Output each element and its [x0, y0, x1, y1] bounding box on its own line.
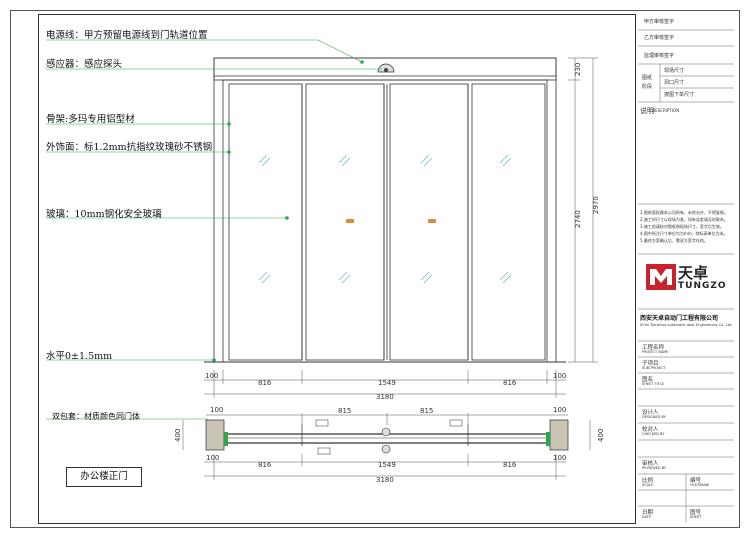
- plan-sensor-icon: [381, 427, 391, 454]
- note-4: 4.图中所注尺寸单位均为mm，除标高单位为米。: [640, 231, 728, 236]
- no-cn: 编号: [690, 478, 702, 484]
- sign-supervisor: 监理审核签字: [644, 53, 675, 59]
- label-frame: 骨架:多玛专用铝型材: [46, 114, 135, 125]
- drawing-cn: 图名: [642, 377, 654, 383]
- note-3: 3.施工前请核对图纸和现场尺寸，签字后生效。: [640, 224, 724, 229]
- title-box: 办公楼正门: [66, 467, 142, 487]
- dim-plan-right: 816: [503, 461, 517, 469]
- dim-h-door: 2740: [574, 210, 582, 228]
- door-frame: [213, 57, 557, 363]
- dim-plan-side-tl: 100: [210, 406, 223, 414]
- dim-plan-side-tr: 100: [553, 406, 566, 414]
- scale-cn: 比例: [642, 478, 654, 484]
- dim-plan-side-bl: 100: [206, 454, 219, 462]
- project-en: PROJECT NAME: [642, 350, 669, 354]
- sub-cn: 子项目: [642, 361, 659, 367]
- project-cn: 工程名称: [642, 345, 665, 351]
- dim-plan-total: 3180: [376, 476, 394, 484]
- wall-left: [205, 419, 225, 451]
- sign-contractor: 乙方审核签字: [644, 35, 675, 41]
- sensor-icon: [377, 63, 395, 73]
- label-level: 水平0±1.5mm: [46, 351, 113, 362]
- dim-elev-side-left: 100: [205, 372, 218, 380]
- reviewer-en: REVIEWED BY: [642, 466, 667, 470]
- fixed-panel-left: [228, 83, 303, 361]
- drawing-border: [38, 14, 636, 524]
- date-en: DATE: [642, 515, 652, 519]
- sheet-cn: 图号: [690, 510, 702, 516]
- fixed-panel-right: [471, 83, 546, 361]
- sheet-en: SHEET: [690, 515, 702, 519]
- date-cn: 日期: [642, 510, 654, 516]
- scale-en: SCALE: [642, 483, 654, 487]
- dim-plan-mid: 1549: [378, 461, 396, 469]
- dim-elev-left: 816: [258, 379, 272, 387]
- desc-en: DESCRIPTION: [652, 108, 680, 113]
- wall-right: [549, 419, 569, 451]
- company-en: Xi'an Tianzhuo automatic door Engineerin…: [640, 323, 733, 327]
- drawing-stage-label: 图纸 阶段: [642, 75, 653, 90]
- brand-en: TUNGZO: [678, 281, 727, 291]
- dim-elev-right: 816: [503, 379, 517, 387]
- drawing-en: SHEET TITLE: [642, 382, 664, 386]
- label-glass: 玻璃：10mm钢化安全玻璃: [46, 209, 162, 220]
- stage-site: 现场尺寸: [664, 68, 685, 74]
- dim-plan-depth-left: 400: [174, 429, 182, 442]
- dim-h-total: 2970: [592, 196, 600, 214]
- note-5: 5.最终方案确认后，需双方签字存档。: [640, 238, 708, 243]
- handle-right: [428, 219, 436, 223]
- dim-elev-total: 3180: [376, 393, 394, 401]
- no-en: FILE/DRAW: [690, 483, 710, 487]
- note-1: 1.图纸版权属本公司所有，未经允许，不得复制。: [640, 210, 728, 215]
- dim-plan-left-top: 815: [338, 407, 351, 415]
- sign-client: 甲方审核签字: [644, 19, 675, 25]
- label-finish: 外饰面：标1.2mm抗指纹玫瑰砂不锈钢: [46, 142, 213, 153]
- sliding-panel-left: [305, 83, 385, 361]
- title-block: 甲方审核签字 乙方审核签字 监理审核签字 图纸 阶段 现场尺寸 洞口尺寸 按图下…: [638, 14, 734, 522]
- label-power: 电源线：甲方预留电源线到门轨道位置: [46, 30, 208, 41]
- note-2: 2.施工时尺寸以现场为准，如有误差请及时联系。: [640, 217, 728, 222]
- dim-plan-right-top: 815: [420, 407, 433, 415]
- brand-cn: 天卓: [678, 264, 709, 282]
- handle-left: [346, 219, 354, 223]
- reviewer-cn: 审核人: [642, 461, 659, 467]
- checker-cn: 校对人: [642, 427, 659, 433]
- tungzo-logo-icon: [646, 264, 676, 290]
- dim-elev-side-right: 100: [553, 372, 566, 380]
- sub-en: SUB-PROJECT: [642, 366, 666, 370]
- label-sensor: 感应器：感应探头: [46, 59, 123, 70]
- dim-h-top: 230: [574, 63, 582, 76]
- stage-order: 按图下单尺寸: [664, 92, 695, 98]
- dim-elev-mid: 1549: [378, 379, 396, 387]
- checker-en: CHECKED BY: [642, 432, 665, 436]
- dim-plan-side-br: 100: [553, 454, 566, 462]
- dim-plan-depth-right: 400: [597, 429, 605, 442]
- sheet-border: [10, 10, 740, 528]
- designer-cn: 设计人: [642, 410, 659, 416]
- desc-label: 说明: [640, 107, 654, 115]
- drawing-title: 办公楼正门: [80, 471, 128, 482]
- designer-en: DESIGNED BY: [642, 415, 666, 419]
- dim-plan-left: 816: [258, 461, 272, 469]
- stage-opening: 洞口尺寸: [664, 80, 685, 86]
- company-cn: 西安天卓自动门工程有限公司: [640, 315, 719, 322]
- label-double-wrap: 双包套：材质颜色同门体: [52, 412, 140, 421]
